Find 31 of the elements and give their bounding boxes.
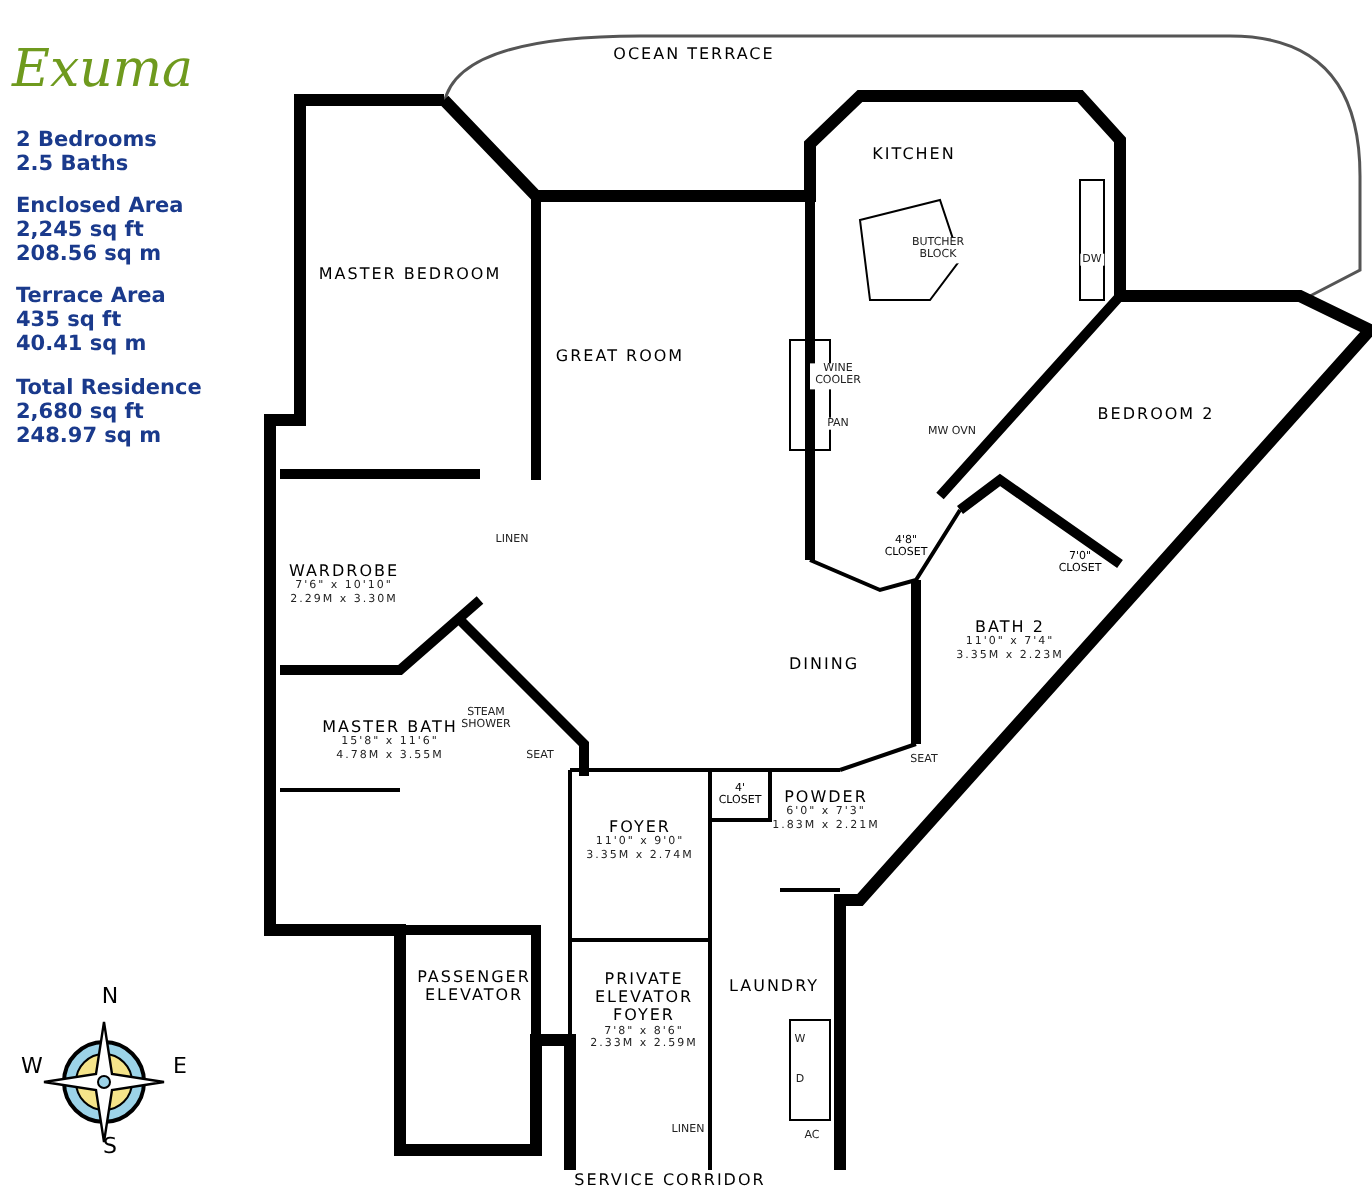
plan-title: Exuma <box>12 40 194 100</box>
room-label: PRIVATE ELEVATOR FOYER <box>592 969 696 1025</box>
unit-info-text: 2,245 sq ft <box>16 218 144 242</box>
unit-info-text: Terrace Area <box>16 284 166 308</box>
unit-info-text: Enclosed Area <box>16 194 184 218</box>
room-label: POWDER <box>782 788 870 807</box>
room-label: GREAT ROOM <box>555 346 685 366</box>
unit-info-text: 40.41 sq m <box>16 332 147 356</box>
compass-letter: W <box>21 1055 43 1081</box>
compass-letter: N <box>101 985 119 1011</box>
room-label: MASTER BATH <box>322 718 458 737</box>
room-label: OCEAN TERRACE <box>613 44 775 64</box>
room-label: BATH 2 <box>975 618 1045 637</box>
unit-info-text: 2 Bedrooms <box>16 128 157 152</box>
room-label: BEDROOM 2 <box>1097 404 1215 424</box>
room-label: DINING <box>788 654 860 674</box>
room-label: MASTER BEDROOM <box>318 264 502 284</box>
unit-info-text: 248.97 sq m <box>16 424 162 448</box>
compass-letter: S <box>103 1135 117 1161</box>
unit-info-text: 435 sq ft <box>16 308 122 332</box>
room-label: PASSENGER ELEVATOR <box>414 967 534 1005</box>
unit-info-text: 2,680 sq ft <box>16 400 144 424</box>
unit-info-text: 208.56 sq m <box>16 242 162 266</box>
room-label: KITCHEN <box>872 144 956 164</box>
room-label: LAUNDRY <box>728 976 820 996</box>
compass-letter: E <box>173 1055 187 1081</box>
unit-info-text: 2.5 Baths <box>16 152 129 176</box>
room-label: FOYER <box>609 818 671 837</box>
unit-info-text: Total Residence <box>16 376 202 400</box>
corridor-label: SERVICE CORRIDOR <box>574 1170 766 1190</box>
room-label: WARDROBE <box>288 562 400 581</box>
